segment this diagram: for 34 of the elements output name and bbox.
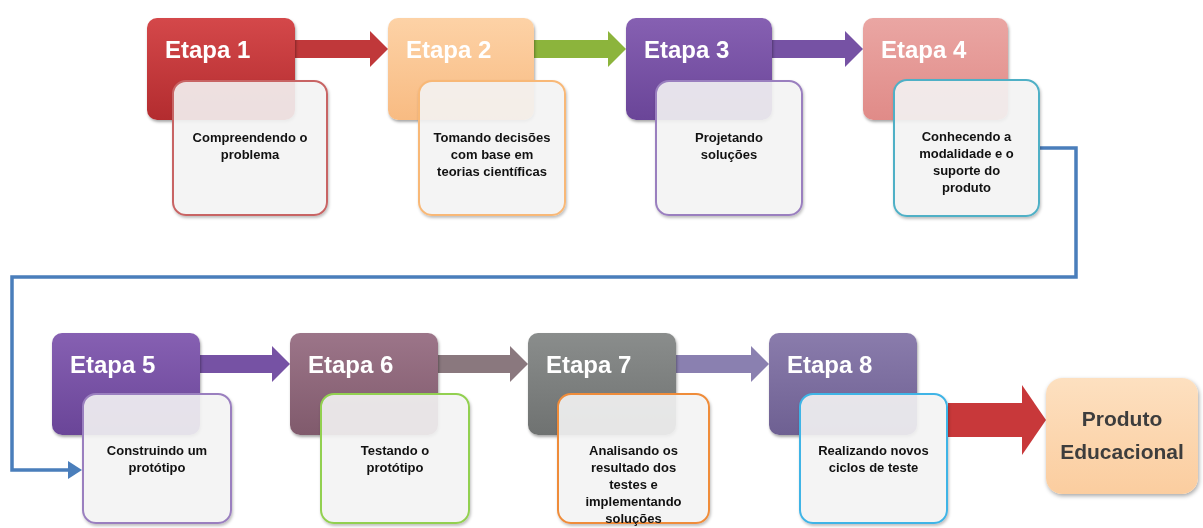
step-description-box: [320, 393, 470, 524]
step-description: Projetando soluções: [694, 130, 764, 164]
step-title: Etapa 5: [70, 351, 156, 378]
step-title: Etapa 6: [308, 351, 394, 378]
step-description-box: [172, 80, 328, 216]
step-description: Compreendendo o problema: [191, 130, 309, 164]
step-description-box: [82, 393, 232, 524]
block-arrow: [772, 31, 863, 67]
connector-arrow: [10, 146, 1078, 479]
step-description: Realizando novos ciclos de teste: [817, 443, 930, 477]
block-arrow: [534, 31, 626, 67]
step-title: Etapa 7: [546, 351, 632, 378]
step-description-box: [893, 79, 1040, 217]
step-description: Analisando os resultado dos testes e implementando soluções: [584, 443, 683, 528]
step-description-box: [655, 80, 803, 216]
step-title: Etapa 8: [787, 351, 873, 378]
block-arrow: [676, 346, 769, 382]
step-description-box: [799, 393, 948, 524]
block-arrow: [438, 346, 528, 382]
block-arrow: [200, 346, 290, 382]
step-title: Etapa 3: [644, 36, 730, 63]
step-title: Etapa 2: [406, 36, 492, 63]
step-description-box: [418, 80, 566, 216]
step-description: Construindo um protótipo: [105, 443, 209, 477]
step-description: Tomando decisões com base em teorias científicas: [432, 130, 552, 181]
step-description-box: [557, 393, 710, 524]
step-description: Testando o protótipo: [359, 443, 431, 477]
result-box: [1046, 378, 1198, 494]
block-arrow: [295, 31, 388, 67]
step-title: Etapa 1: [165, 36, 251, 63]
result-label: Produto Educacional: [1059, 406, 1185, 465]
step-description: Conhecendo a modalidade e o suporte do produto: [918, 129, 1015, 197]
block-arrow: [948, 385, 1046, 455]
step-title: Etapa 4: [881, 36, 967, 63]
